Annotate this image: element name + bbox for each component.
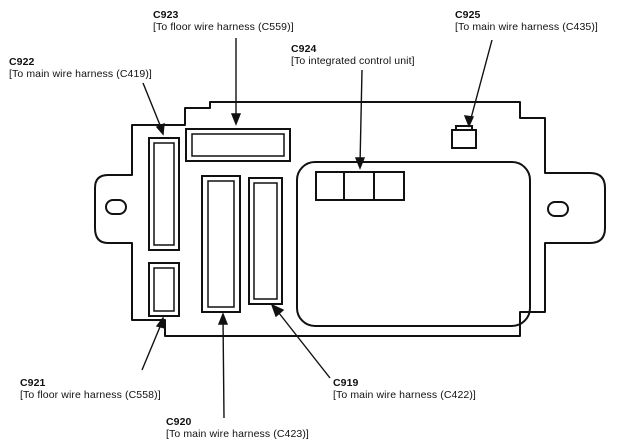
connector-c922-inner — [153, 142, 175, 246]
arrow-c922 — [155, 122, 165, 136]
label-c920-desc: [To main wire harness (C423)] — [166, 428, 309, 440]
label-c923: C923 [To floor wire harness (C559)] — [153, 9, 294, 33]
leader-c925 — [469, 39, 493, 123]
label-c921-desc: [To floor wire harness (C558)] — [20, 389, 161, 401]
label-c924-code: C924 — [291, 43, 317, 55]
right-mount-hole — [547, 201, 569, 217]
label-c922-desc: [To main wire harness (C419)] — [9, 68, 152, 80]
connector-c919 — [248, 177, 283, 305]
control-unit-area — [296, 161, 531, 327]
connector-c924-b — [343, 171, 375, 201]
label-c922: C922 [To main wire harness (C419)] — [9, 56, 152, 80]
box-outline — [94, 101, 606, 337]
connector-c925 — [451, 125, 477, 149]
connector-c924-c — [373, 171, 405, 201]
label-c920: C920 [To main wire harness (C423)] — [166, 416, 309, 440]
arrow-c925 — [463, 115, 475, 128]
connector-c920-inner — [207, 180, 235, 308]
label-c920-code: C920 — [166, 416, 192, 428]
label-c919-code: C919 — [333, 377, 359, 389]
label-c919-desc: [To main wire harness (C422)] — [333, 389, 476, 401]
connector-c919-inner — [253, 182, 278, 300]
connector-c921-inner — [153, 267, 175, 312]
label-c921-code: C921 — [20, 377, 46, 389]
arrow-c923 — [230, 113, 242, 126]
label-c924-desc: [To integrated control unit] — [291, 55, 415, 67]
label-c923-desc: [To floor wire harness (C559)] — [153, 21, 294, 33]
leader-c920 — [222, 317, 225, 419]
leader-c922 — [142, 82, 163, 131]
label-c925-code: C925 — [455, 9, 481, 21]
connector-c921 — [148, 262, 180, 317]
label-c925: C925 [To main wire harness (C435)] — [455, 9, 598, 33]
connector-c924-a — [315, 171, 345, 201]
connector-c923 — [185, 128, 291, 162]
left-mount-hole — [105, 199, 127, 215]
arrow-c919 — [270, 303, 285, 318]
connector-c920 — [201, 175, 241, 313]
leader-lines — [141, 38, 493, 419]
connector-c923-inner — [191, 133, 285, 157]
label-c921: C921 [To floor wire harness (C558)] — [20, 377, 161, 401]
arrow-c921 — [155, 316, 166, 329]
leader-c919 — [274, 307, 331, 379]
label-c922-code: C922 — [9, 56, 35, 68]
label-c919: C919 [To main wire harness (C422)] — [333, 377, 476, 401]
leader-c921 — [141, 321, 163, 371]
arrow-c924 — [354, 157, 366, 170]
connector-c922 — [148, 137, 180, 251]
leader-c924 — [359, 69, 363, 166]
label-c925-desc: [To main wire harness (C435)] — [455, 21, 598, 33]
label-c924: C924 [To integrated control unit] — [291, 43, 415, 67]
arrow-c920 — [217, 312, 229, 325]
label-c923-code: C923 — [153, 9, 179, 21]
